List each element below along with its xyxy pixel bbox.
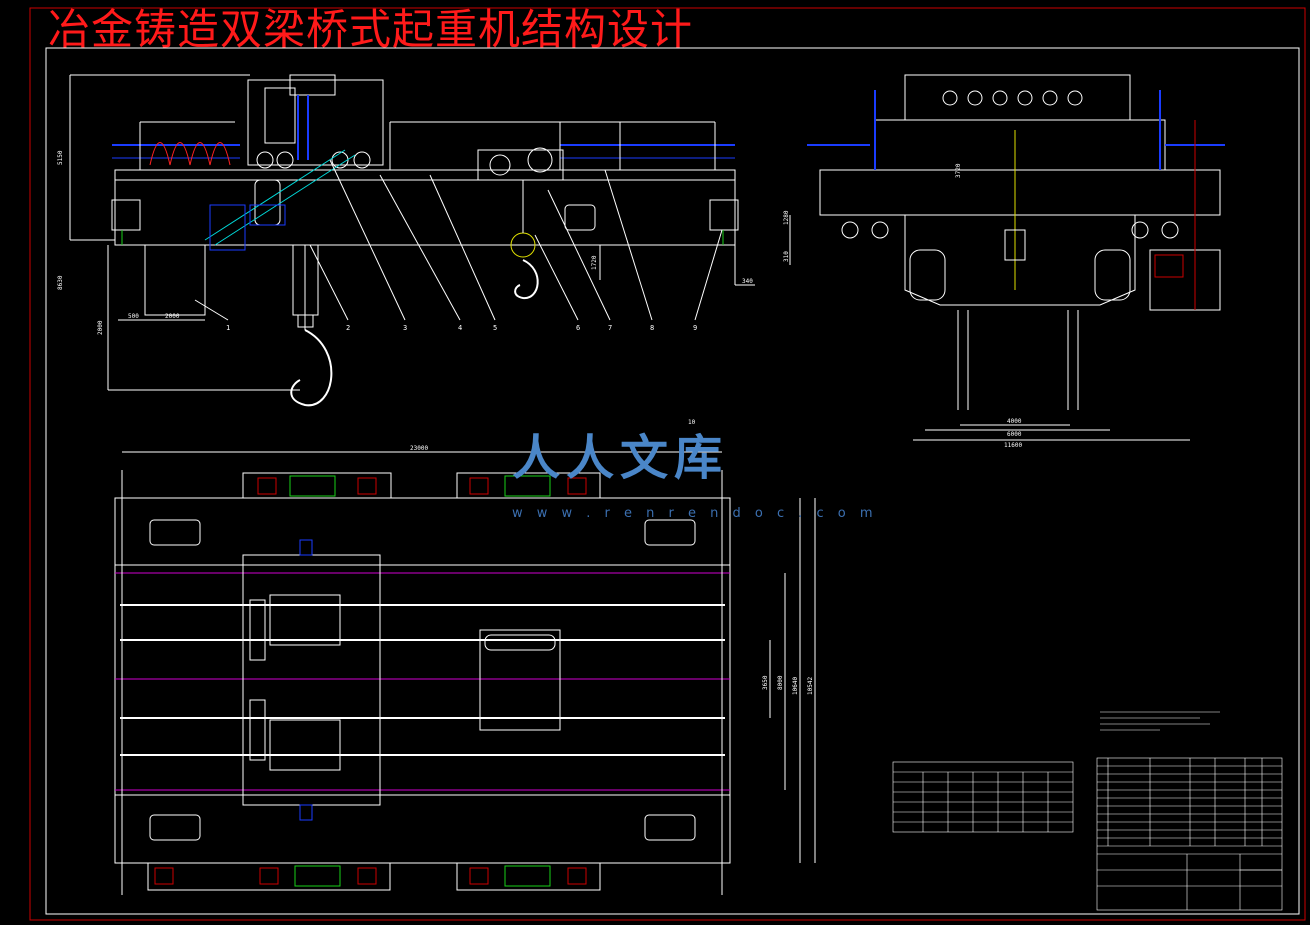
drawing-title: 冶金铸造双梁桥式起重机结构设计: [48, 5, 694, 54]
parts-list-and-title-block: [1096, 757, 1283, 911]
front-view-dimension-labels: 5150 8630 2000 500 2000 1720 340: [57, 150, 753, 335]
dim-plan-span: 23000: [410, 445, 428, 452]
dim-plan-small: 10: [688, 419, 696, 426]
dim-front-height-3: 2000: [97, 320, 104, 335]
part-number: 6: [576, 324, 580, 332]
part-number: 2: [346, 324, 350, 332]
dim-front-height-1: 5150: [57, 150, 64, 165]
dim-front-offset: 340: [742, 278, 753, 285]
part-number: 4: [458, 324, 462, 332]
front-elevation-view: [69, 74, 755, 407]
part-number: 3: [403, 324, 407, 332]
watermark-logo: 人人文库: [512, 430, 729, 486]
dim-plan-gauge-3: 10640: [792, 677, 799, 695]
dim-front-width-2: 2000: [165, 313, 180, 320]
dim-front-width-1: 500: [128, 313, 139, 320]
inner-frame: [45, 47, 1300, 915]
technical-requirements-block: [1100, 711, 1220, 731]
side-view-dimension-labels: 3720 1280 310 4000 6000 11600: [783, 163, 1022, 449]
side-elevation-view: [789, 74, 1225, 441]
dim-side-4: 4000: [1007, 418, 1022, 425]
plan-view-dimension-labels: 23000 10 3650 8000 10640 10542: [410, 419, 814, 695]
dim-plan-gauge-4: 10542: [807, 677, 814, 695]
dim-front-height-4: 1720: [591, 255, 598, 270]
part-number: 8: [650, 324, 654, 332]
dim-side-6: 11600: [1004, 442, 1022, 449]
dim-side-2: 1280: [783, 210, 790, 225]
dim-side-3: 310: [783, 251, 790, 262]
dim-side-5: 6000: [1007, 431, 1022, 438]
watermark-url: w w w . r e n r e n d o c . c o m: [512, 506, 878, 521]
part-number: 1: [226, 324, 230, 332]
dim-side-1: 3720: [955, 163, 962, 178]
dim-front-height-2: 8630: [57, 275, 64, 290]
part-number: 7: [608, 324, 612, 332]
plan-view: [114, 451, 816, 895]
part-number-labels: 1 2 3 4 5 6 7 8 9: [226, 324, 697, 332]
part-number: 9: [693, 324, 697, 332]
outer-frame: [29, 7, 1306, 921]
technical-parameter-table: [892, 761, 1074, 833]
part-number: 5: [493, 324, 497, 332]
dim-plan-gauge-2: 8000: [777, 675, 784, 690]
dim-plan-gauge-1: 3650: [762, 675, 769, 690]
